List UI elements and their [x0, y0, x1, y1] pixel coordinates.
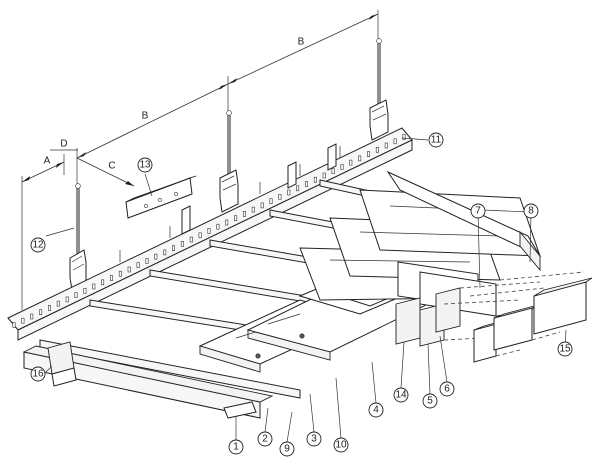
rail-perforation — [225, 219, 229, 226]
rail-perforation — [127, 266, 131, 273]
svg-text:12: 12 — [32, 240, 44, 251]
rail-perforation — [92, 283, 96, 290]
dim-label-a: A — [44, 156, 51, 167]
rail-perforation — [340, 164, 344, 170]
svg-text:8: 8 — [528, 206, 534, 217]
rail-perforation — [287, 189, 291, 196]
rail-perforation — [154, 253, 158, 260]
rail-perforation — [207, 228, 211, 234]
callout-1: 1 — [228, 439, 244, 455]
callout-7: 7 — [470, 203, 486, 219]
svg-text:1: 1 — [233, 442, 239, 453]
rail-perforation — [110, 275, 114, 281]
callout-2: 2 — [257, 431, 273, 447]
svg-text:4: 4 — [373, 405, 379, 416]
svg-text:3: 3 — [311, 434, 317, 445]
rail-perforation — [234, 215, 238, 221]
callout-10: 10 — [333, 437, 349, 453]
callout-14: 14 — [393, 387, 409, 403]
rail-perforation — [304, 181, 308, 187]
callout-12: 12 — [30, 237, 46, 253]
rail-perforation — [12, 322, 16, 328]
dim-label-d: D — [60, 139, 67, 150]
rail-perforation — [349, 159, 353, 166]
dim-label-c: C — [108, 161, 115, 172]
svg-text:14: 14 — [395, 390, 407, 401]
svg-text:5: 5 — [427, 396, 433, 407]
rail-perforation — [83, 287, 87, 294]
dimension-lines — [21, 10, 379, 310]
rail-perforation — [180, 241, 184, 247]
callout-11: 11 — [428, 132, 444, 148]
callout-labels: 1 2 9 3 10 4 14 5 6 7 8 15 11 12 13 16 — [30, 132, 573, 457]
end-caps — [395, 261, 593, 363]
rail-perforation — [39, 309, 43, 316]
rail-perforation — [65, 296, 69, 303]
leader-lines — [43, 137, 567, 443]
rail-perforation — [269, 198, 273, 204]
rail-perforation — [278, 194, 282, 200]
rail-perforation — [402, 134, 406, 140]
svg-text:10: 10 — [335, 440, 347, 451]
callout-9: 9 — [279, 441, 295, 457]
svg-text:6: 6 — [444, 384, 450, 395]
svg-text:15: 15 — [559, 344, 571, 355]
dim-label-b-right: B — [298, 37, 305, 48]
rail-perforation — [101, 279, 105, 286]
rail-perforation — [47, 305, 51, 311]
callout-13: 13 — [137, 157, 153, 173]
rail-perforation — [384, 142, 388, 149]
rail-perforation — [393, 138, 397, 145]
rail-perforation — [172, 245, 176, 251]
rail-perforation — [251, 206, 255, 213]
svg-text:9: 9 — [284, 444, 290, 455]
rail-perforation — [145, 258, 149, 264]
corner-clip — [47, 341, 77, 387]
callout-8: 8 — [523, 203, 539, 219]
rail-perforation — [375, 147, 379, 153]
rail-perforation — [243, 211, 247, 217]
wall-bracket — [125, 175, 197, 219]
rail-perforation — [118, 270, 122, 277]
rail-perforation — [189, 236, 193, 243]
rail-perforation — [21, 317, 25, 324]
rail-perforation — [163, 249, 167, 256]
rail-perforation — [313, 176, 317, 183]
callout-6: 6 — [439, 381, 455, 397]
rail-perforation — [56, 300, 60, 307]
svg-text:13: 13 — [139, 160, 151, 171]
rail-perforation — [296, 185, 300, 192]
callout-16: 16 — [30, 366, 46, 382]
dimension-labels: D A C B B — [44, 37, 305, 172]
rail-perforation — [260, 202, 264, 209]
rail-perforation — [322, 172, 326, 179]
rail-perforation — [198, 232, 202, 239]
rail-perforation — [331, 168, 335, 174]
dim-label-b-left: B — [142, 111, 149, 122]
rail-perforation — [366, 151, 370, 157]
callout-3: 3 — [306, 431, 322, 447]
rail-perforation — [358, 155, 362, 162]
callout-5: 5 — [422, 393, 438, 409]
suspension-hangers — [69, 38, 389, 291]
callout-15: 15 — [557, 341, 573, 357]
svg-text:16: 16 — [32, 369, 44, 380]
svg-text:2: 2 — [262, 434, 268, 445]
svg-text:7: 7 — [475, 206, 481, 217]
rail-perforation — [136, 262, 140, 269]
rail-perforation — [216, 223, 220, 230]
perimeter-channel — [22, 345, 274, 419]
svg-text:11: 11 — [431, 135, 442, 146]
callout-4: 4 — [368, 402, 384, 418]
rail-perforation — [74, 292, 78, 298]
carrier-rail — [7, 127, 413, 341]
rail-perforation — [30, 313, 34, 320]
